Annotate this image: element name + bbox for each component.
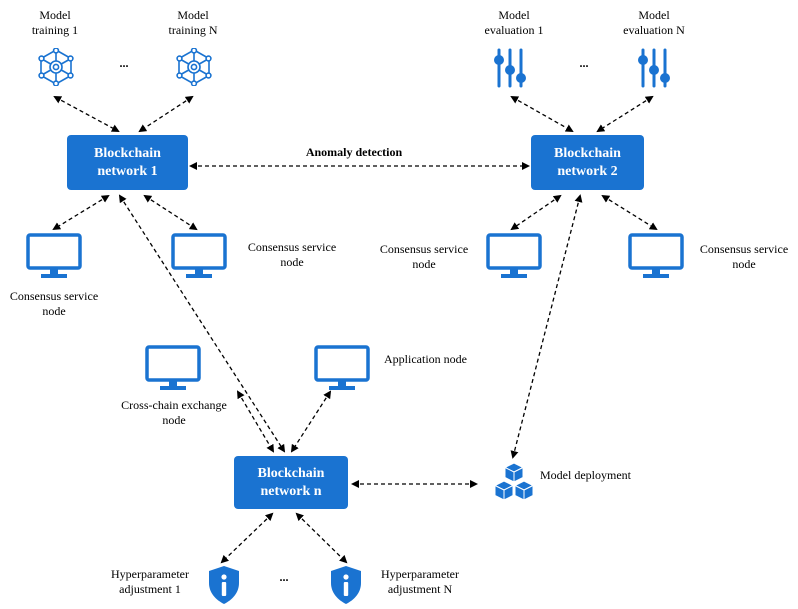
edge-eval1-net2 [510, 96, 574, 132]
edge-netn-hyperN [295, 512, 348, 564]
evaluation-n-label: Model evaluation N [623, 8, 685, 37]
model-deployment-label: Model deployment [540, 468, 631, 482]
edge-netn-hyper1 [220, 512, 274, 564]
monitor-icon [145, 345, 201, 390]
edge-evalN-net2 [596, 95, 654, 133]
evaluation-1-label: Model evaluation 1 [484, 8, 544, 37]
blockchain-network-n: Blockchain network n [234, 456, 348, 509]
slider-controls-icon [494, 48, 526, 88]
edge-net1-consensus-a [52, 194, 110, 231]
hyperparameter-1-label: Hyperparameter adjustment 1 [111, 567, 189, 596]
monitor-icon [628, 233, 684, 278]
edge-net2-consensus-d [601, 194, 658, 231]
neural-network-icon [176, 48, 212, 86]
blockchain-network-2: Blockchain network 2 [531, 135, 644, 190]
monitor-icon [26, 233, 82, 278]
edge-net2-consensus-c [510, 194, 562, 231]
blockchain-network-1: Blockchain network 1 [67, 135, 188, 190]
consensus-node-b-label: Consensus service node [247, 240, 337, 269]
shield-info-icon [209, 566, 239, 604]
training-ellipsis: ... [119, 56, 129, 70]
slider-controls-icon [638, 48, 670, 88]
evaluation-ellipsis: ... [579, 56, 589, 70]
consensus-node-a-label: Consensus service node [9, 289, 99, 318]
cubes-icon [493, 462, 535, 501]
application-node-label: Application node [384, 352, 467, 366]
consensus-node-d-label: Consensus service node [699, 242, 789, 271]
shield-info-icon [331, 566, 361, 604]
training-1-label: Model training 1 [31, 8, 79, 37]
edge-training1-net1 [53, 96, 120, 132]
neural-network-icon [38, 48, 74, 86]
hyperparameter-n-label: Hyperparameter adjustment N [381, 567, 459, 596]
edge-crosschain-netn [236, 390, 275, 453]
cross-chain-node-label: Cross-chain exchange node [121, 398, 227, 427]
hyperparameter-ellipsis: ... [279, 570, 289, 584]
edge-application-netn [290, 390, 332, 453]
edge-net1-consensus-b [143, 194, 198, 231]
anomaly-detection-label: Anomaly detection [305, 145, 403, 159]
consensus-node-c-label: Consensus service node [379, 242, 469, 271]
edge-trainingN-net1 [138, 95, 194, 133]
monitor-icon [314, 345, 370, 390]
monitor-icon [486, 233, 542, 278]
training-n-label: Model training N [168, 8, 218, 37]
monitor-icon [171, 233, 227, 278]
edge-net2-deployment [510, 194, 583, 459]
